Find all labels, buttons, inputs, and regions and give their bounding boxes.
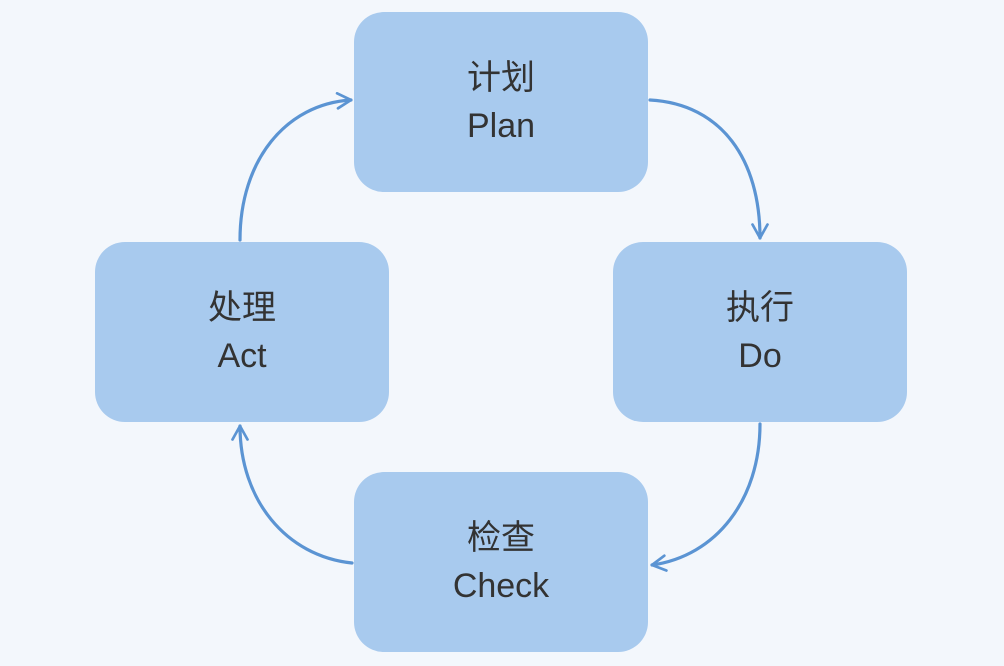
node-plan-label-en: Plan: [466, 107, 536, 145]
node-act: 处理 Act: [95, 242, 389, 422]
node-do-label-cn: 执行: [726, 289, 794, 327]
node-plan: 计划 Plan: [354, 12, 648, 192]
node-plan-label-cn: 计划: [467, 59, 535, 97]
node-do: 执行 Do: [613, 242, 907, 422]
node-do-label-en: Do: [738, 337, 782, 375]
arrow-check-to-act: [231, 424, 354, 565]
arrow-do-to-check: [650, 422, 762, 572]
node-act-label-cn: 处理: [208, 289, 276, 327]
node-check: 检查 Check: [354, 472, 648, 652]
arrow-act-to-plan: [238, 92, 353, 242]
node-act-label-en: Act: [217, 337, 267, 375]
node-check-label-en: Check: [452, 567, 550, 605]
node-check-label-cn: 检查: [467, 519, 535, 557]
arrow-plan-to-do: [648, 98, 769, 240]
